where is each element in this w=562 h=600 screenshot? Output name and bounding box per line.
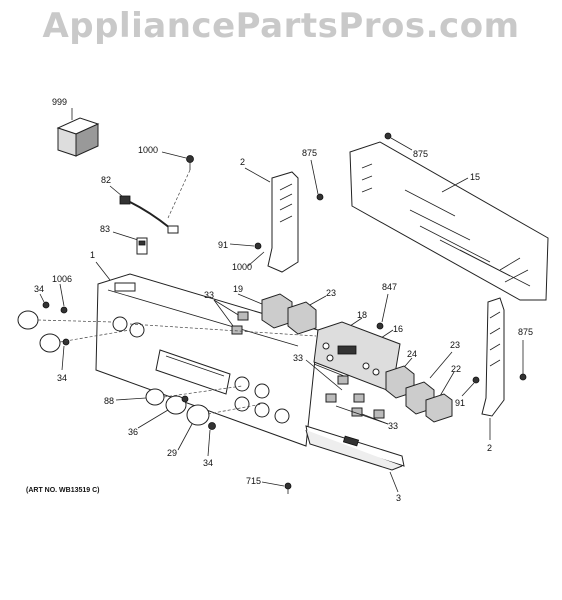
label-23-upper: 23 (326, 288, 336, 298)
part-83-connector[interactable] (112, 231, 148, 255)
part-33-knobs-upper[interactable] (129, 299, 317, 337)
part-999-box[interactable] (56, 108, 100, 157)
label-34-front: 34 (203, 458, 213, 468)
part-34-knobs-left[interactable] (17, 293, 131, 371)
label-2-left: 2 (240, 157, 245, 167)
part-15-back-panel[interactable] (349, 141, 549, 301)
part-16-clock-board[interactable] (313, 317, 401, 393)
label-91-right: 91 (455, 398, 465, 408)
part-29-knob[interactable] (177, 404, 210, 451)
label-18: 18 (357, 310, 367, 320)
label-875-c: 875 (518, 327, 533, 337)
watermark: AppliancePartsPros.com (42, 6, 520, 46)
part-34-knob-front[interactable] (163, 385, 263, 457)
label-19: 19 (233, 284, 243, 294)
label-33-lower: 33 (388, 421, 398, 431)
label-1000-mid: 1000 (232, 262, 252, 272)
part-36-knob[interactable] (137, 395, 189, 429)
part-19-switch[interactable] (237, 293, 293, 329)
part-2-bracket-right[interactable] (461, 297, 505, 440)
part-82-harness[interactable] (109, 185, 179, 234)
label-715: 715 (246, 476, 261, 486)
art-number: (ART NO. WB13519 C) (26, 487, 100, 494)
part-1000-screw[interactable] (161, 151, 194, 219)
label-2-right: 2 (487, 443, 492, 453)
label-1000-top: 1000 (138, 145, 158, 155)
label-82: 82 (101, 175, 111, 185)
label-3: 3 (396, 493, 401, 503)
part-88-knob[interactable] (115, 388, 165, 406)
part-3-trim[interactable] (305, 425, 405, 493)
label-34-upper: 34 (34, 284, 44, 294)
part-715-screw[interactable] (261, 481, 292, 494)
label-1006: 1006 (52, 274, 72, 284)
label-34-left: 34 (57, 373, 67, 383)
label-91-left: 91 (218, 240, 228, 250)
label-875-a: 875 (302, 148, 317, 158)
label-24: 24 (407, 349, 417, 359)
label-22: 22 (451, 364, 461, 374)
label-16: 16 (393, 324, 403, 334)
label-23-lower: 23 (450, 340, 460, 350)
label-999: 999 (52, 97, 67, 107)
part-23-switch-upper[interactable] (287, 295, 327, 335)
label-847: 847 (382, 282, 397, 292)
part-875-screws[interactable] (310, 132, 527, 381)
part-2-bracket-left[interactable] (229, 167, 299, 273)
part-22-switch[interactable] (425, 371, 455, 423)
label-1: 1 (90, 250, 95, 260)
label-29: 29 (167, 448, 177, 458)
part-33-knobs-lower[interactable] (305, 359, 389, 425)
label-88: 88 (104, 396, 114, 406)
label-83: 83 (100, 224, 110, 234)
label-33-mid: 33 (293, 353, 303, 363)
label-33-upper: 33 (204, 290, 214, 300)
part-1006-screw[interactable] (59, 283, 68, 314)
label-15: 15 (470, 172, 480, 182)
part-847-screw[interactable] (376, 293, 389, 330)
label-875-b: 875 (413, 149, 428, 159)
label-36: 36 (128, 427, 138, 437)
